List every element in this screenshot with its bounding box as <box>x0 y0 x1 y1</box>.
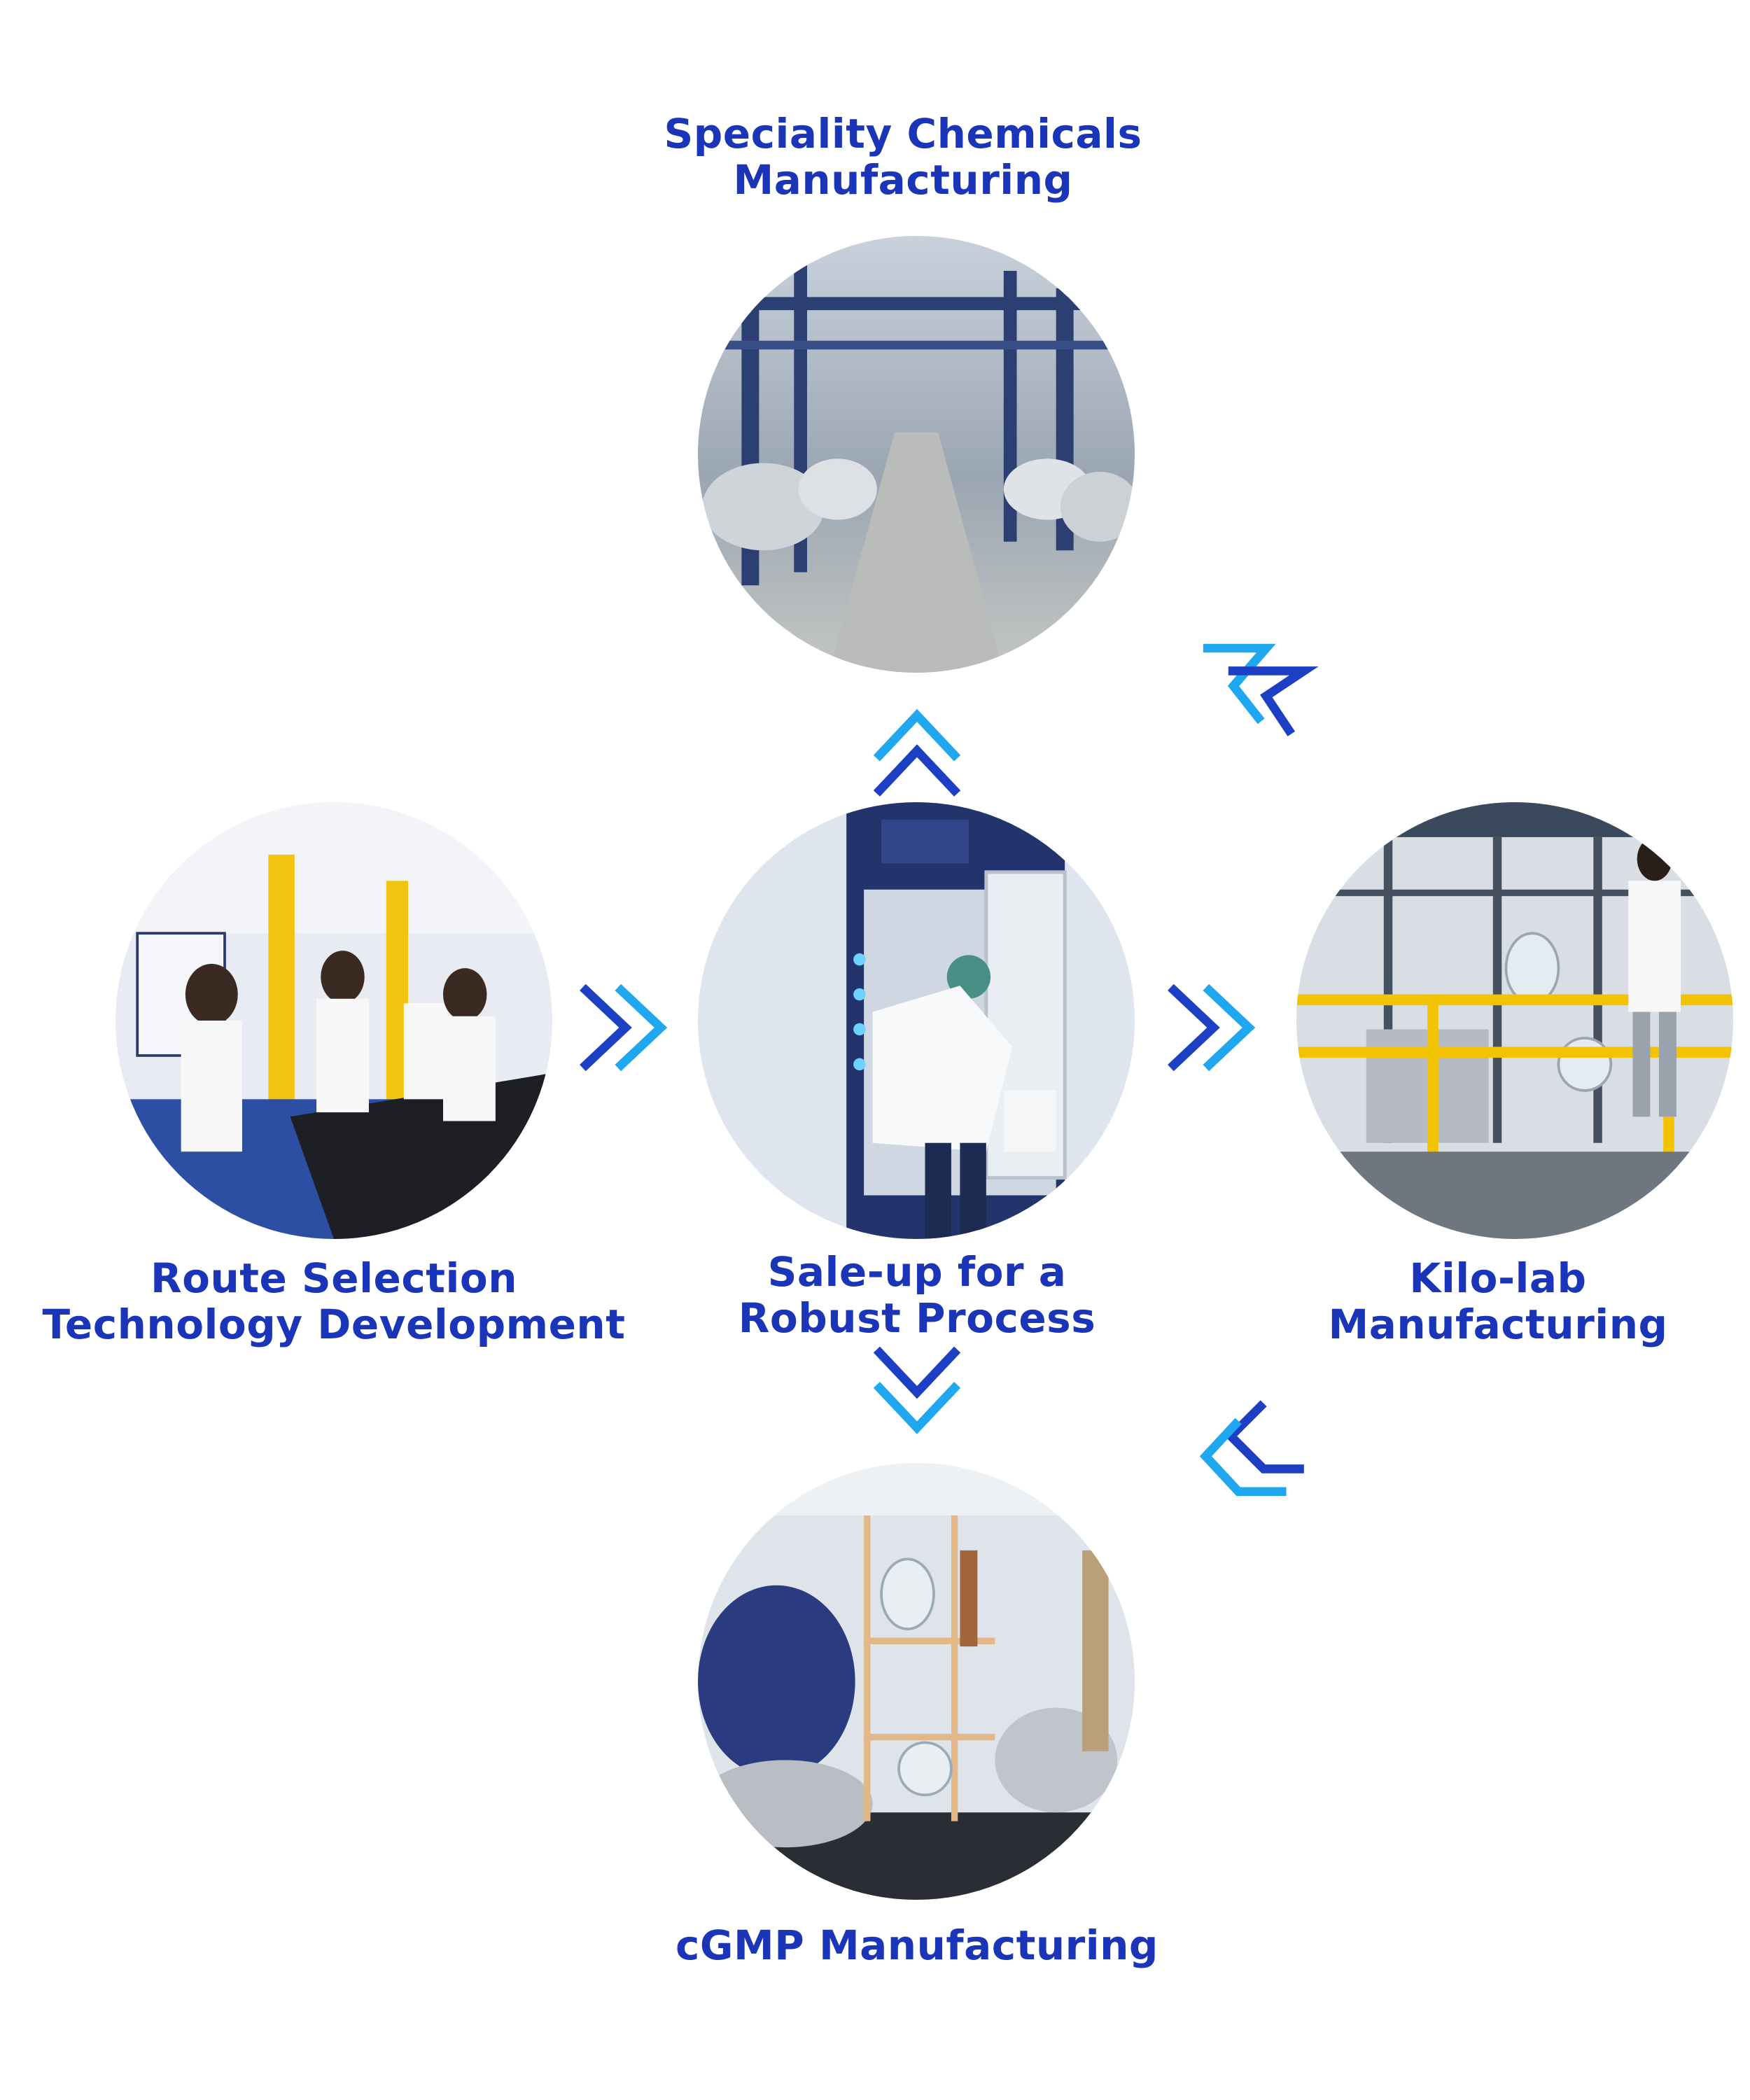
node-top-label: Speciality Chemicals Manufacturing <box>616 111 1190 203</box>
node-right-photo <box>1296 802 1733 1239</box>
chevron-down-icon <box>854 1337 980 1463</box>
node-right-label: Kilo-lab Manufacturing <box>1260 1255 1736 1348</box>
node-right-line2: Manufacturing <box>1328 1301 1668 1348</box>
node-top-photo <box>698 236 1135 673</box>
node-center-label: Sale-up for a Robust Process <box>672 1249 1162 1341</box>
chevron-up-left-icon <box>1196 623 1322 749</box>
node-top-line2: Manufacturing <box>733 156 1073 204</box>
chevron-down-left-icon <box>1196 1383 1322 1509</box>
node-bottom-label: cGMP Manufacturing <box>616 1922 1218 1968</box>
node-center-photo <box>698 802 1135 1239</box>
chevron-up-icon <box>854 678 980 804</box>
node-bottom-line1: cGMP Manufacturing <box>676 1921 1158 1969</box>
node-bottom-photo <box>698 1463 1135 1900</box>
node-left-photo <box>115 802 552 1239</box>
node-left-line2: Technology Development <box>42 1301 626 1348</box>
chevron-right-icon <box>560 965 686 1091</box>
chevron-right-icon <box>1148 965 1274 1091</box>
node-left-label: Route Selection Technology Development <box>42 1255 626 1348</box>
node-top-line1: Speciality Chemicals <box>664 110 1142 158</box>
node-right-line1: Kilo-lab <box>1409 1254 1587 1302</box>
node-center-line2: Robust Process <box>738 1294 1096 1342</box>
node-center-line1: Sale-up for a <box>767 1248 1067 1296</box>
node-left-line1: Route Selection <box>150 1254 517 1302</box>
